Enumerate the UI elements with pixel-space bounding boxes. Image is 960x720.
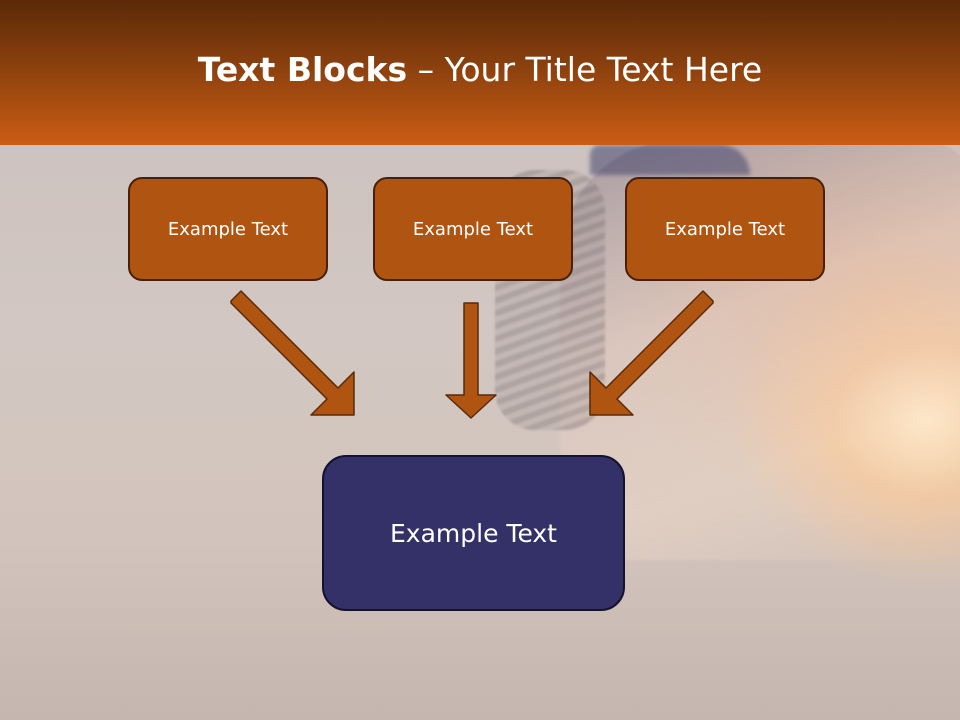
text-block-right-label: Example Text bbox=[664, 218, 786, 240]
text-block-left: Example Text bbox=[128, 177, 328, 281]
text-block-center-label: Example Text bbox=[412, 218, 534, 240]
arrow-right bbox=[589, 290, 714, 416]
slide-title: Text Blocks – Your Title Text Here bbox=[0, 50, 960, 89]
text-block-center: Example Text bbox=[373, 177, 573, 281]
target-block: Example Text bbox=[322, 455, 625, 611]
arrow-center bbox=[445, 302, 497, 419]
arrow-left bbox=[230, 290, 355, 416]
title-band: Text Blocks – Your Title Text Here bbox=[0, 0, 960, 145]
title-bold: Text Blocks bbox=[197, 50, 408, 89]
title-rest: – Your Title Text Here bbox=[407, 50, 763, 89]
car-window bbox=[590, 145, 750, 175]
target-block-label: Example Text bbox=[390, 518, 557, 548]
text-block-right: Example Text bbox=[625, 177, 825, 281]
text-block-left-label: Example Text bbox=[167, 218, 289, 240]
